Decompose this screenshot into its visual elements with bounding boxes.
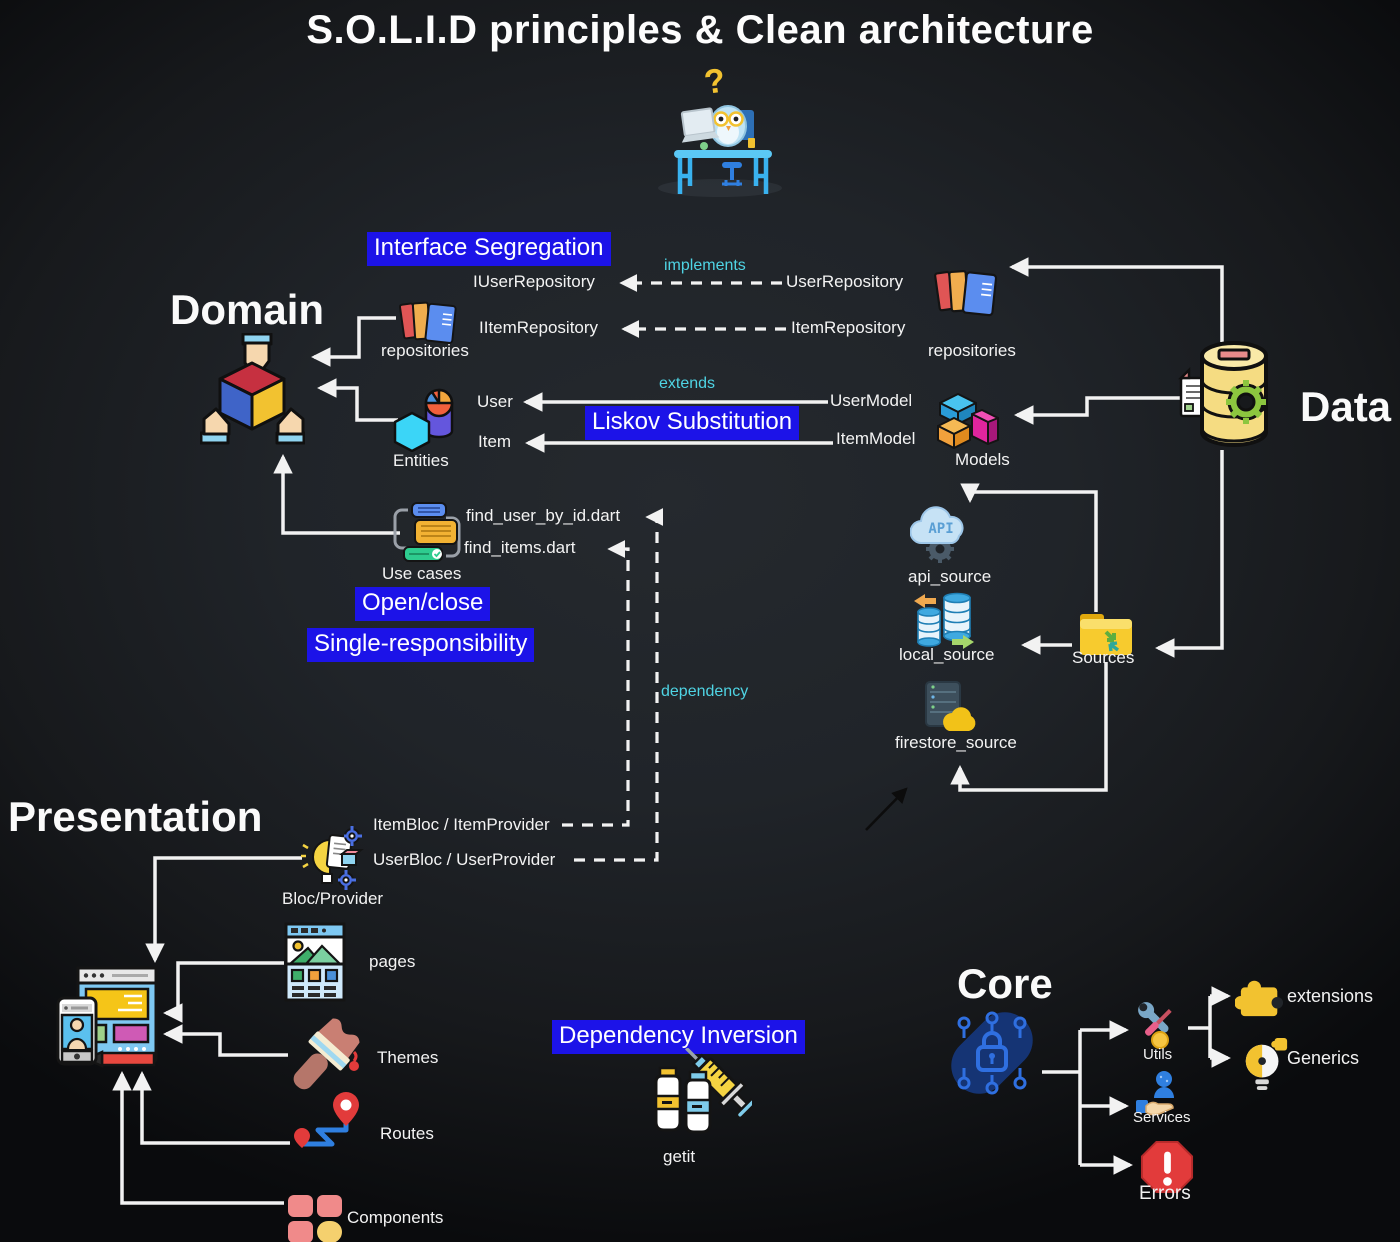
domain-section-label: Domain (170, 286, 325, 333)
domain-repositories-label: repositories (381, 341, 469, 360)
user-model-label: UserModel (830, 391, 913, 410)
errors-label: Errors (1139, 1183, 1191, 1204)
item-bloc-label: ItemBloc / ItemProvider (373, 815, 550, 834)
line-sources-to-api (960, 483, 1098, 612)
pages-icon (284, 922, 346, 1002)
item-model-label: ItemModel (836, 429, 916, 448)
extensions-label: extensions (1287, 986, 1374, 1006)
line-data-to-repositories (1009, 257, 1224, 342)
black-cursor-arrow (865, 787, 908, 831)
errors-icon (1140, 1140, 1194, 1194)
line-sources-to-firestore (950, 662, 1108, 792)
models-label: Models (955, 450, 1010, 469)
user-entity-label: User (477, 392, 513, 411)
dependency-label: dependency (661, 683, 749, 700)
getit-label: getit (663, 1147, 696, 1166)
sources-folder-icon (1076, 610, 1136, 662)
line-utils-branch (1188, 996, 1212, 1058)
models-icon (936, 392, 1002, 450)
data-repositories-icon (933, 266, 1003, 323)
utils-label: Utils (1143, 1046, 1173, 1063)
app-window-icon (56, 960, 160, 1070)
principle-interface-segregation: Interface Segregation (367, 232, 611, 266)
line-blocprovider-to-app (145, 856, 302, 963)
line-data-to-models (1014, 396, 1183, 425)
bloc-provider-label: Bloc/Provider (282, 889, 384, 908)
local-source-icon (912, 592, 976, 650)
entities-icon (392, 386, 464, 453)
data-database-icon (1177, 338, 1273, 450)
iuser-repository-label: IUserRepository (473, 272, 595, 291)
core-security-icon (942, 1003, 1042, 1103)
presentation-section-label: Presentation (8, 793, 263, 840)
dash-userbloc-to-finduser (574, 508, 664, 862)
user-bloc-label: UserBloc / UserProvider (373, 850, 556, 869)
implements-label: implements (664, 257, 746, 274)
generics-icon (1240, 1036, 1290, 1092)
line-usecases-to-domain (273, 454, 400, 535)
line-entities-to-domain (317, 378, 398, 422)
api-source-label: api_source (908, 567, 992, 586)
principle-open-close: Open/close (355, 587, 491, 621)
user-repository-label: UserRepository (786, 272, 904, 291)
domain-repositories-icon (398, 298, 462, 350)
line-data-to-sources (1155, 450, 1224, 658)
routes-icon (288, 1090, 370, 1154)
use-cases-label: Use cases (382, 564, 462, 583)
extensions-icon (1234, 974, 1287, 1020)
data-repositories-label: repositories (928, 341, 1016, 360)
api-source-icon: API (909, 503, 974, 567)
utils-icon (1130, 1000, 1186, 1052)
page-title: S.O.L.I.D principles & Clean architectur… (306, 8, 1094, 52)
bloc-provider-icon (300, 824, 364, 892)
entities-label: Entities (393, 451, 449, 470)
domain-hands-cube-icon (199, 332, 306, 448)
firestore-source-label: firestore_source (895, 733, 1017, 752)
themes-label: Themes (377, 1048, 439, 1067)
principle-liskov-substitution: Liskov Substitution (585, 406, 800, 440)
line-components-to-app (112, 1071, 284, 1205)
principle-dependency-inversion: Dependency Inversion (552, 1020, 805, 1054)
use-cases-icon (390, 500, 464, 566)
item-entity-label: Item (478, 432, 512, 451)
api-icon-label: API (928, 521, 953, 537)
generics-label: Generics (1287, 1048, 1360, 1068)
local-source-label: local_source (899, 645, 995, 664)
components-label: Components (347, 1208, 444, 1227)
routes-label: Routes (380, 1124, 434, 1143)
question-mark: ? (702, 61, 728, 102)
find-items-file-label: find_items.dart (464, 538, 576, 557)
services-icon (1134, 1068, 1188, 1118)
services-label: Services (1133, 1109, 1191, 1126)
pages-label: pages (369, 952, 416, 971)
themes-icon (283, 1016, 367, 1104)
owl-desk-illustration: ? (630, 58, 800, 198)
firestore-source-icon (918, 680, 978, 736)
line-themes-to-app (163, 1024, 288, 1057)
principle-single-responsibility: Single-responsibility (307, 628, 535, 662)
iitem-repository-label: IItemRepository (479, 318, 599, 337)
data-section-label: Data (1300, 383, 1392, 430)
dash-itembloc-to-finditems (562, 540, 630, 827)
getit-syringe-icon (638, 1047, 758, 1150)
core-section-label: Core (957, 960, 1053, 1007)
item-repository-label: ItemRepository (791, 318, 906, 337)
components-icon (286, 1193, 344, 1242)
extends-label: extends (659, 375, 716, 392)
find-user-file-label: find_user_by_id.dart (466, 506, 621, 525)
sources-label: Sources (1072, 648, 1135, 667)
line-routes-to-app (132, 1071, 290, 1145)
line-core-branch (1042, 1030, 1082, 1165)
line-pages-to-app (163, 961, 284, 1023)
